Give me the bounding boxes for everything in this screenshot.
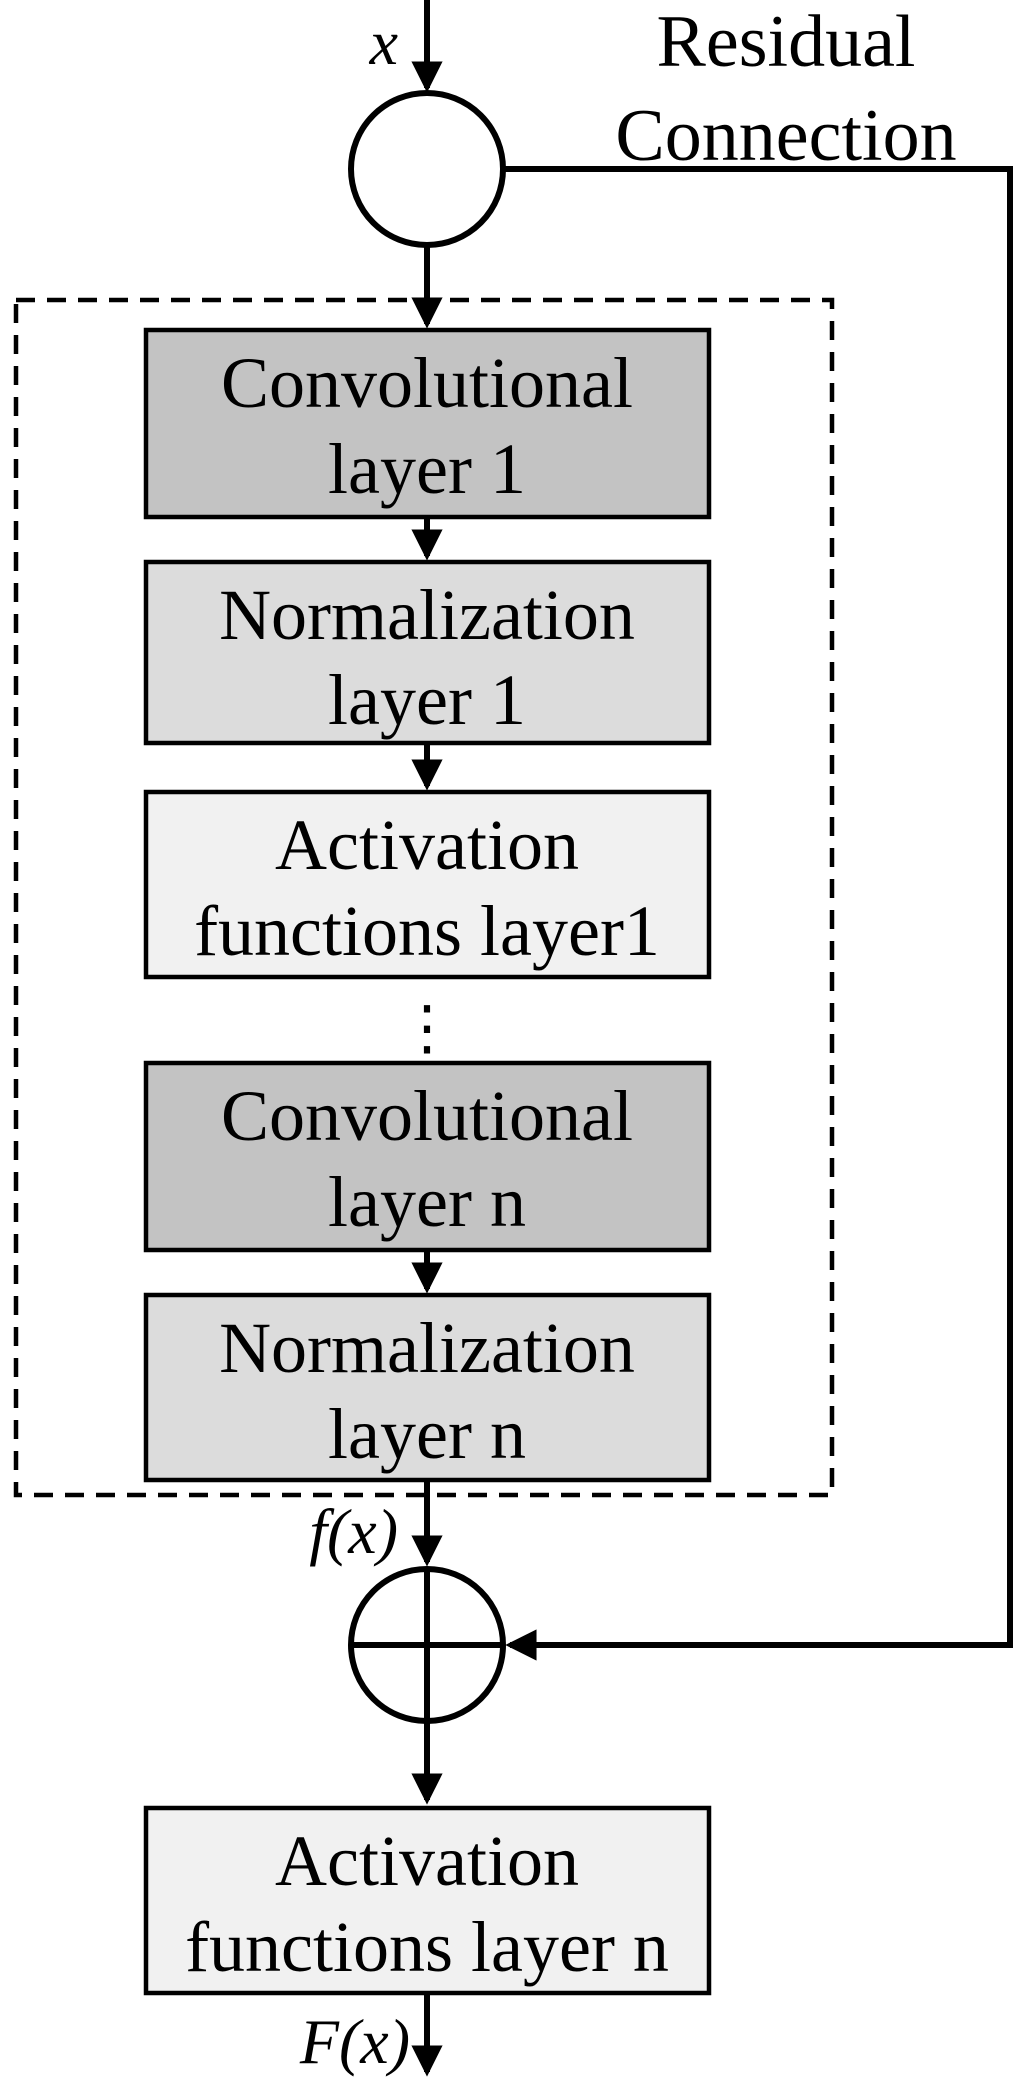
- output-label: F(x): [299, 2006, 410, 2077]
- block-norm-layer-n-label-line2: layer n: [328, 1394, 526, 1474]
- block-activation-layer-1-label-line1: Activation: [275, 805, 579, 885]
- block-conv-layer-1-label-line2: layer 1: [328, 429, 526, 509]
- block-norm-layer-1-label-line1: Normalization: [219, 575, 635, 655]
- block-conv-layer-n-label-line1: Convolutional: [221, 1076, 633, 1156]
- input-label: x: [369, 7, 398, 78]
- diagram-lines-group: [13, 0, 1013, 2077]
- block-activation-layer-n-label-line1: Activation: [275, 1821, 579, 1901]
- block-norm-layer-1-label-line2: layer 1: [328, 660, 526, 740]
- block-conv-layer-1-label-line1: Convolutional: [221, 343, 633, 423]
- block-conv-layer-n: [143, 1060, 712, 1253]
- fx-label: f(x): [309, 1496, 398, 1567]
- block-activation-layer-n-label-line2: functions layer n: [185, 1907, 669, 1987]
- block-activation-layer-1-label-line2: functions layer1: [194, 891, 660, 971]
- block-activation-layer-n: [143, 1805, 712, 1996]
- block-conv-layer-n-label-line2: layer n: [328, 1162, 526, 1242]
- block-activation-layer-1: [143, 789, 712, 980]
- vertical-ellipsis: ⋮: [397, 993, 457, 1063]
- block-norm-layer-1: [143, 559, 712, 746]
- block-conv-layer-1: [143, 327, 712, 520]
- block-norm-layer-n-label-line1: Normalization: [219, 1308, 635, 1388]
- residual-connection-line: [503, 166, 1013, 1661]
- residual-connection-label-line1: Residual: [657, 1, 916, 83]
- residual-connection-label-line2: Connection: [615, 95, 956, 177]
- diagram-labels-group: x Residual Connection Convolutional laye…: [185, 1, 957, 2077]
- block-norm-layer-n: [143, 1292, 712, 1483]
- split-node-circle: [348, 90, 506, 248]
